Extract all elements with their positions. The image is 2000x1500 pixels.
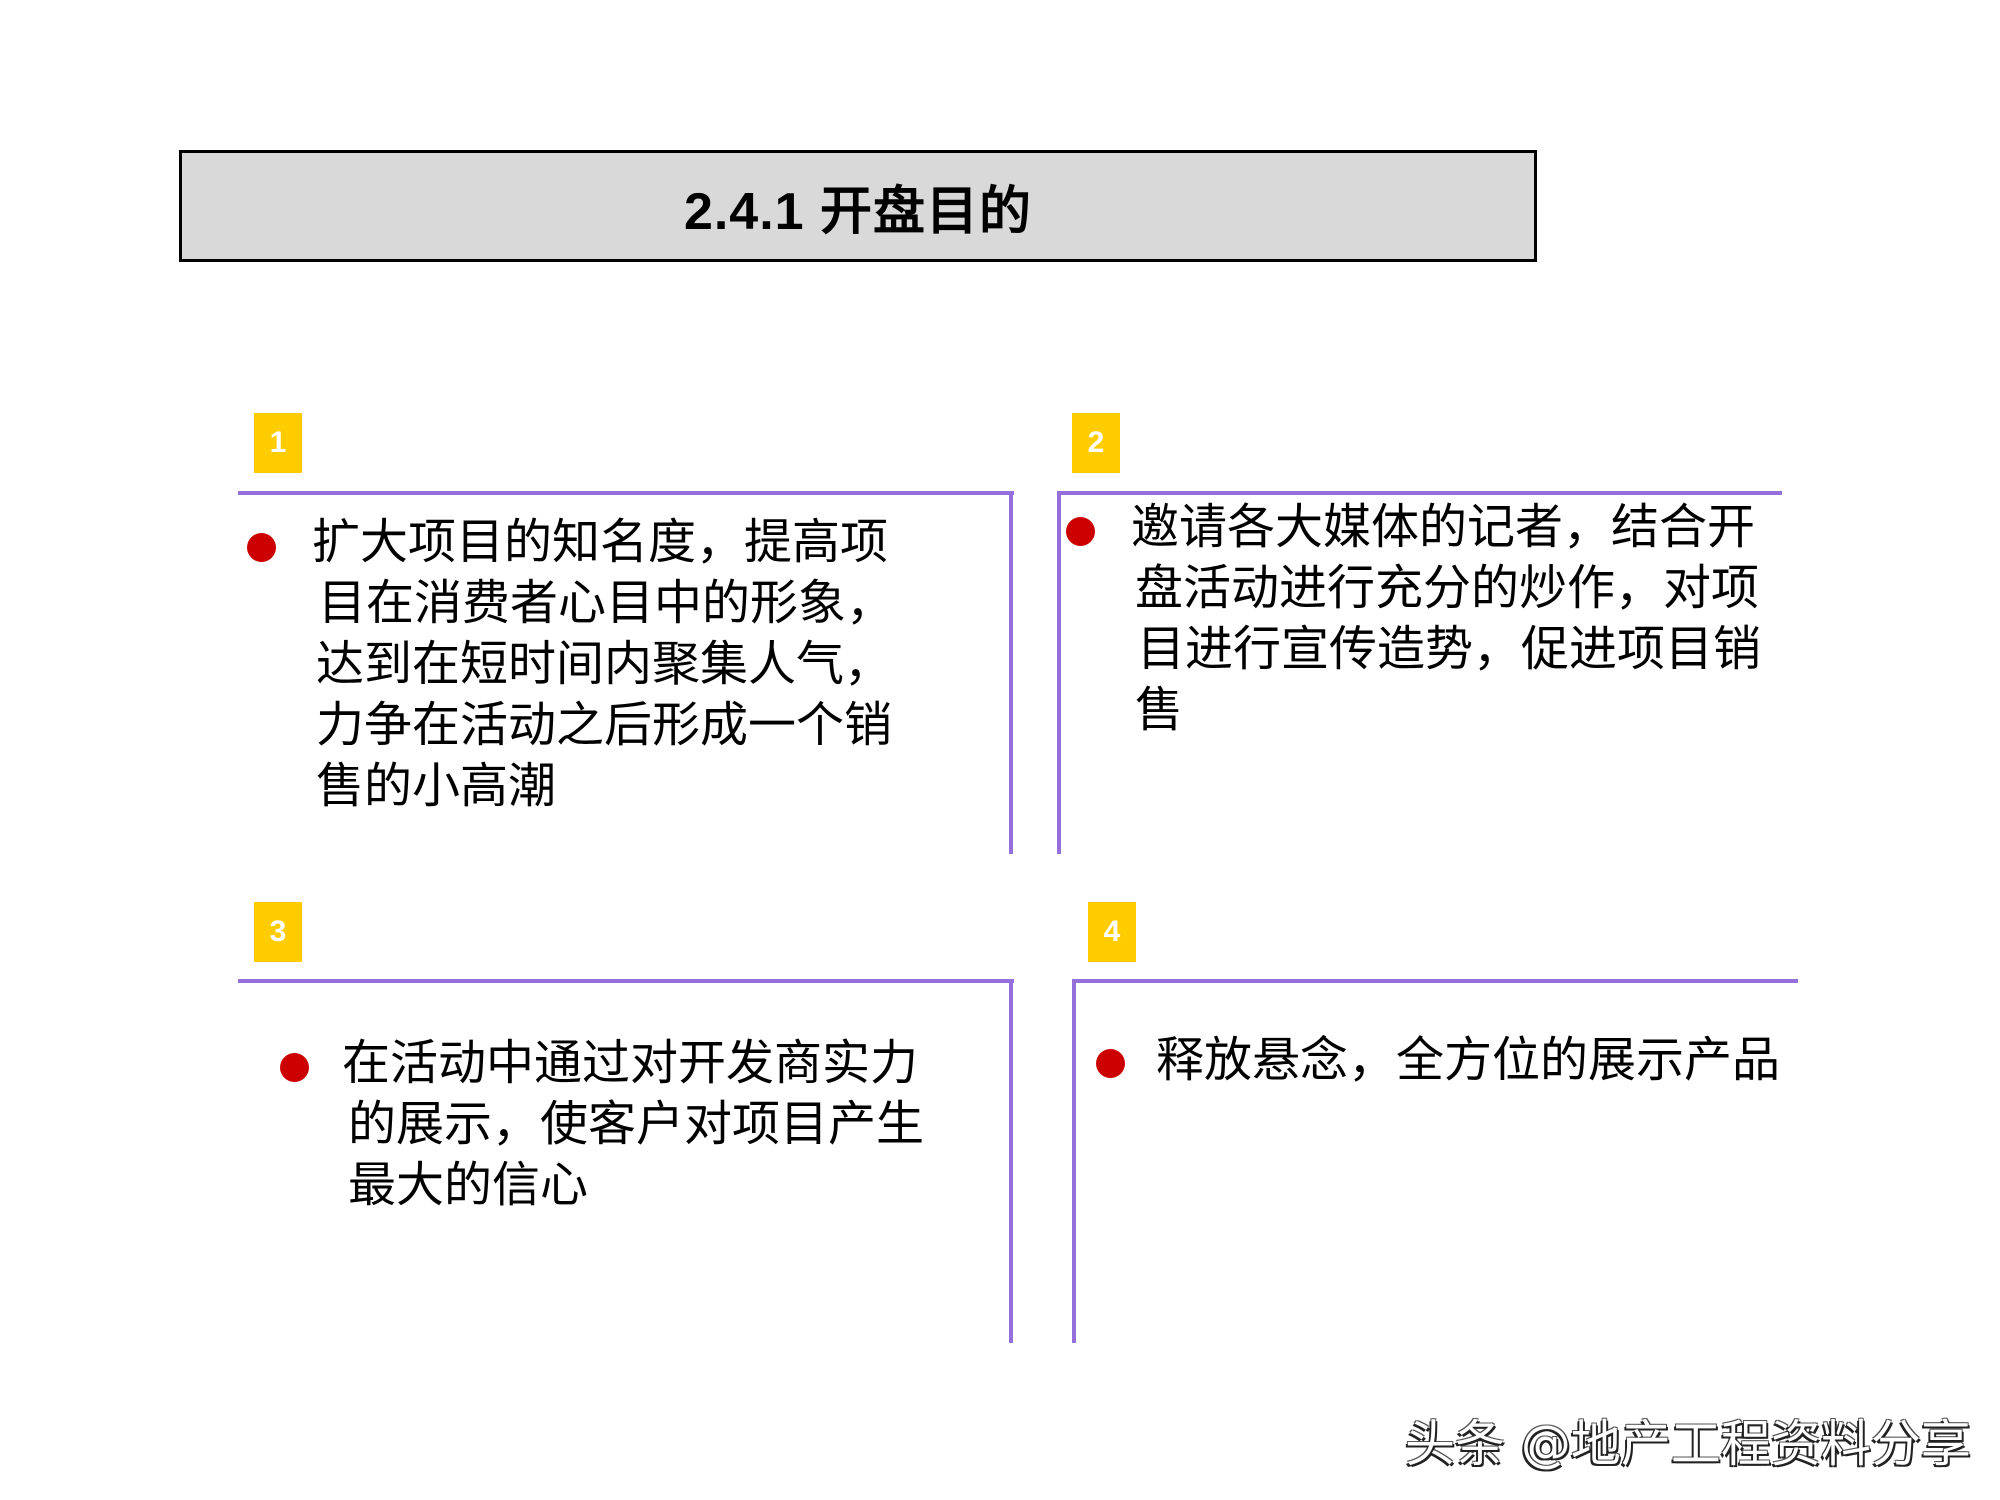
panel-1-top-divider <box>238 491 1014 495</box>
panel-1-text: 扩大项目的知名度，提高项 目在消费者心目中的形象， 达到在短时间内聚集人气， 力… <box>312 512 894 817</box>
panel-4-number-badge: 4 <box>1088 902 1136 962</box>
panel-1-line: 目在消费者心目中的形象， <box>318 575 895 631</box>
panel-2-left-divider <box>1057 491 1061 854</box>
panel-2-text: 邀请各大媒体的记者，结合开 盘活动进行充分的炒作，对项 目进行宣传造势，促进项目… <box>1131 497 1761 741</box>
panel-1-right-divider <box>1009 491 1013 854</box>
panel-1-line: 力争在活动之后形成一个销 <box>316 697 893 753</box>
panel-4-top-divider <box>1072 979 1798 983</box>
panel-1-number-badge: 1 <box>254 413 302 473</box>
title-box: 2.4.1 开盘目的 <box>179 150 1537 262</box>
panel-2-top-divider <box>1057 491 1782 495</box>
panel-1-line: 达到在短时间内聚集人气， <box>316 636 893 692</box>
panel-1-bullet-icon <box>247 533 276 562</box>
panel-4-line: 释放悬念，全方位的展示产品 <box>1156 1032 1781 1088</box>
panel-3-right-divider <box>1009 979 1013 1343</box>
panel-2-bullet-icon <box>1066 517 1095 546</box>
panel-4-left-divider <box>1072 979 1076 1343</box>
panel-2-line: 售 <box>1135 682 1184 738</box>
panel-2-line: 盘活动进行充分的炒作，对项 <box>1135 560 1760 616</box>
panel-3-line: 在活动中通过对开发商实力 <box>342 1035 919 1091</box>
panel-3-top-divider <box>238 979 1014 983</box>
panel-2-line: 邀请各大媒体的记者，结合开 <box>1131 499 1756 555</box>
panel-3-bullet-icon <box>280 1053 309 1082</box>
panel-4-text: 释放悬念，全方位的展示产品 <box>1156 1030 1780 1091</box>
watermark: 头条 @地产工程资料分享 <box>1405 1415 1971 1473</box>
slide-title: 2.4.1 开盘目的 <box>683 182 1033 241</box>
panel-3-line: 最大的信心 <box>348 1157 589 1213</box>
panel-1-line: 扩大项目的知名度，提高项 <box>312 514 889 570</box>
panel-4-bullet-icon <box>1096 1049 1125 1078</box>
panel-3-line: 的展示，使客户对项目产生 <box>348 1096 925 1152</box>
panel-1-line: 售的小高潮 <box>316 758 557 814</box>
panel-3-text: 在活动中通过对开发商实力 的展示，使客户对项目产生 最大的信心 <box>342 1033 924 1216</box>
panel-3-number-badge: 3 <box>254 902 302 962</box>
panel-2-line: 目进行宣传造势，促进项目销 <box>1137 621 1762 677</box>
panel-2-number-badge: 2 <box>1072 413 1120 473</box>
